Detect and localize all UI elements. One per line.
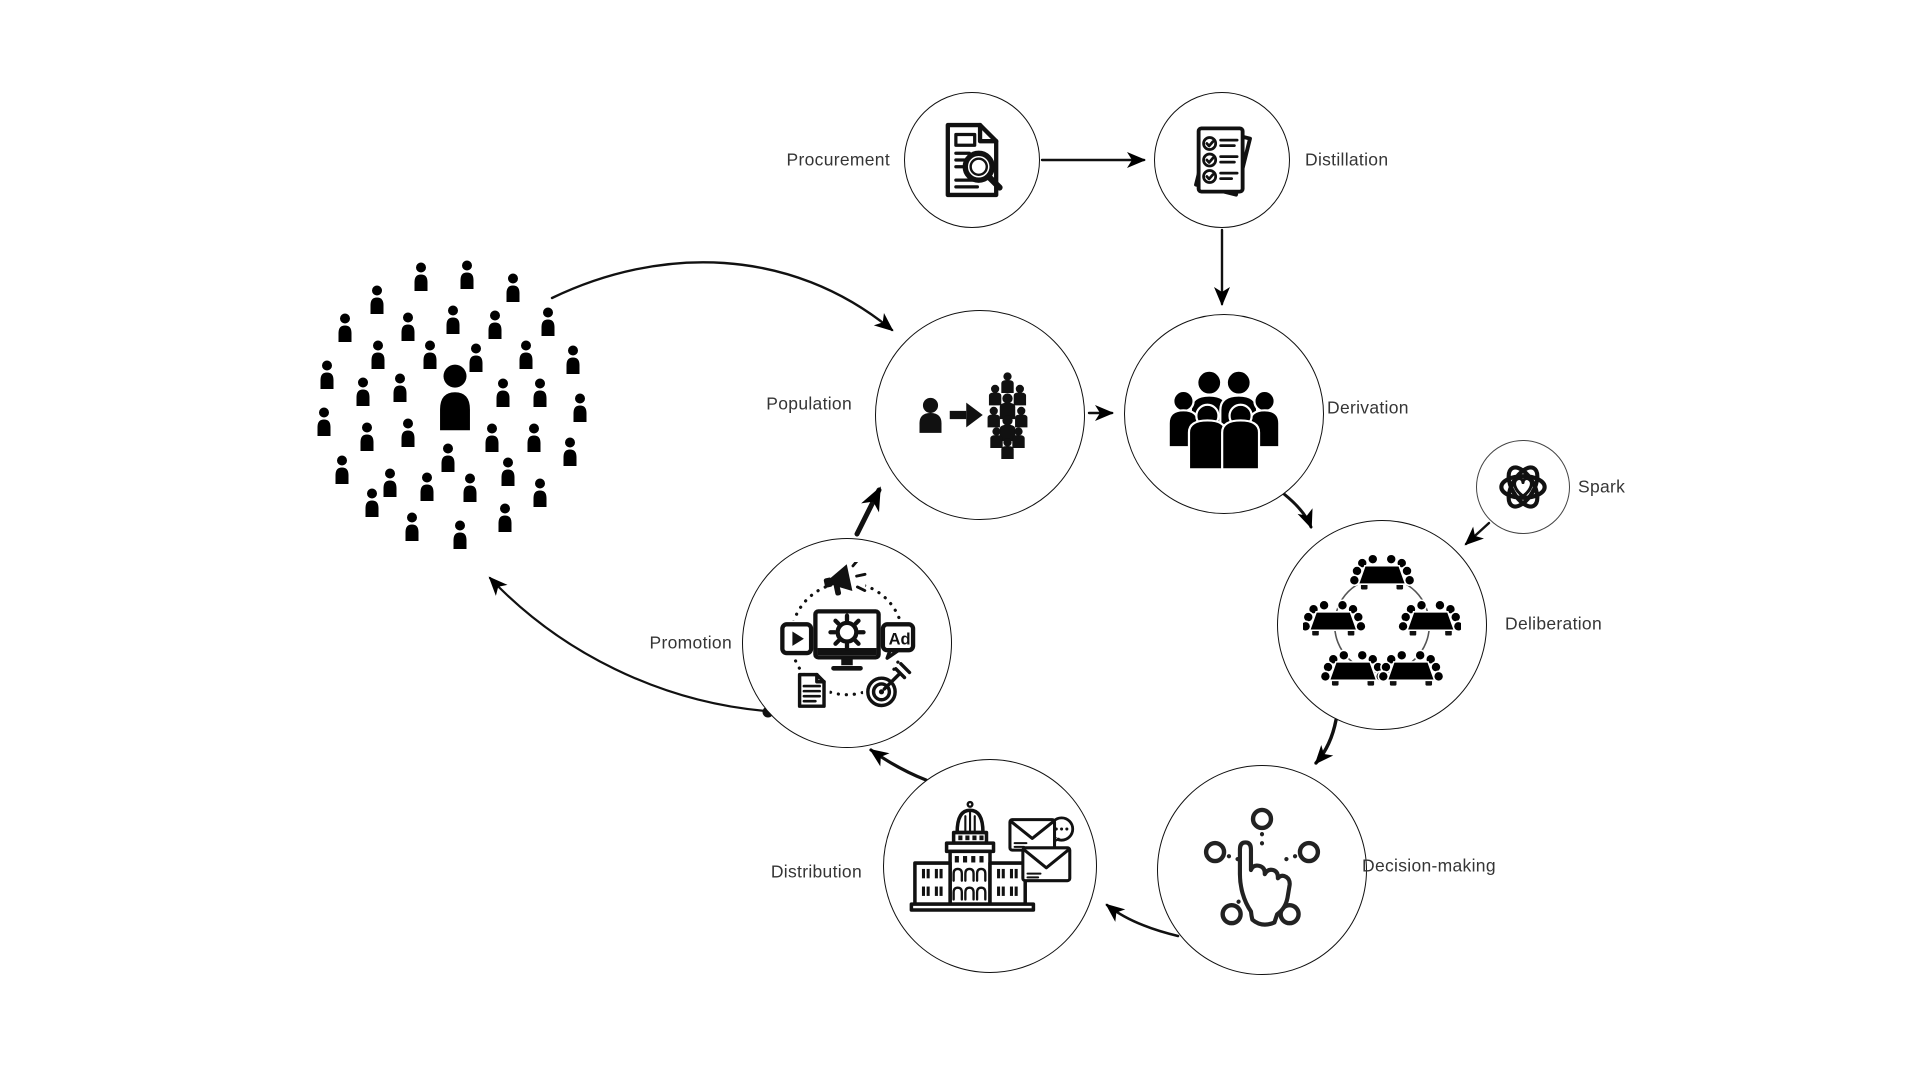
edge-distribution-promotion <box>869 748 928 782</box>
person-silhouette <box>566 345 580 374</box>
person-silhouette <box>501 457 515 486</box>
node-promotion: Ad <box>742 538 952 748</box>
document-search-icon <box>945 122 1003 198</box>
person-silhouette <box>414 262 428 291</box>
person-silhouette <box>317 407 331 436</box>
node-spark <box>1476 440 1570 534</box>
person-silhouette <box>441 443 455 472</box>
person-silhouette <box>506 273 520 302</box>
ad-label: Ad <box>889 630 911 648</box>
edge-spark-deliberation <box>1464 521 1491 546</box>
person-silhouette <box>519 340 533 369</box>
person-silhouette <box>320 360 334 389</box>
edge-decision-distribution <box>1105 903 1180 938</box>
person-silhouette <box>383 468 397 497</box>
person-silhouette <box>460 260 474 289</box>
node-label-promotion: Promotion <box>649 632 732 653</box>
mini-people-cluster <box>987 372 1028 459</box>
node-label-derivation: Derivation <box>1327 397 1409 418</box>
video-player-icon <box>780 622 814 656</box>
person-silhouette <box>420 472 434 501</box>
person-silhouette <box>573 393 587 422</box>
person-silhouette <box>563 437 577 466</box>
person-silhouette <box>401 312 415 341</box>
person-silhouette <box>496 378 510 407</box>
document-icon <box>797 672 826 708</box>
target-arrow-icon <box>866 662 912 708</box>
edge-promotion-population <box>854 486 882 537</box>
person-silhouette <box>405 512 419 541</box>
capitol-mail-icon <box>909 800 1075 912</box>
person-silhouette <box>338 313 352 342</box>
node-label-distribution: Distribution <box>770 861 862 882</box>
hand-choice-icon <box>1203 807 1321 927</box>
person-silhouette <box>469 343 483 372</box>
person-silhouette <box>423 340 437 369</box>
monitor-gear-icon <box>813 609 881 671</box>
node-population <box>875 310 1085 520</box>
node-label-spark: Spark <box>1578 476 1626 497</box>
atom-heart-icon <box>1499 465 1547 509</box>
person-silhouette <box>393 373 407 402</box>
node-distillation <box>1154 92 1290 228</box>
edge-crowd-population <box>550 261 894 332</box>
node-label-deliberation: Deliberation <box>1505 613 1602 634</box>
person-silhouette <box>360 422 374 451</box>
megaphone-icon <box>823 562 867 596</box>
digital-marketing-icon: Ad <box>778 562 916 710</box>
node-label-population: Population <box>766 393 852 414</box>
ad-bubble-icon: Ad <box>880 622 916 660</box>
node-label-procurement: Procurement <box>786 149 890 170</box>
person-silhouette <box>401 418 415 447</box>
person-silhouette <box>527 423 541 452</box>
person-silhouette <box>453 520 467 549</box>
checklist-pages-icon <box>1194 126 1252 197</box>
person-silhouette <box>533 478 547 507</box>
person-silhouette <box>488 310 502 339</box>
node-distribution <box>883 759 1097 973</box>
person-silhouette <box>485 423 499 452</box>
crowd-icon <box>317 260 587 549</box>
node-derivation <box>1124 314 1324 514</box>
node-procurement <box>904 92 1040 228</box>
person-silhouette <box>446 305 460 334</box>
person-silhouette <box>356 377 370 406</box>
people-group-icon <box>1167 369 1281 471</box>
person-silhouette <box>365 488 379 517</box>
person-silhouette <box>370 285 384 314</box>
envelope-icon <box>1021 846 1072 883</box>
person-silhouette <box>371 340 385 369</box>
edge-promotion-crowd <box>488 576 768 713</box>
node-decision-making <box>1157 765 1367 975</box>
person-silhouette <box>541 307 555 336</box>
envelope-icon <box>1008 818 1057 852</box>
edge-derivation-deliberation <box>1282 492 1313 529</box>
person-silhouette <box>498 503 512 532</box>
node-label-distillation: Distillation <box>1305 149 1389 170</box>
node-deliberation <box>1277 520 1487 730</box>
person-silhouette <box>440 364 470 431</box>
round-tables-icon <box>1303 553 1461 687</box>
person-silhouette <box>533 378 547 407</box>
person-silhouette <box>335 455 349 484</box>
person-to-group-icon <box>919 372 1028 459</box>
person-silhouette <box>463 473 477 502</box>
node-label-decision-making: Decision-making <box>1362 855 1496 876</box>
edge-deliberation-decision <box>1314 718 1338 765</box>
